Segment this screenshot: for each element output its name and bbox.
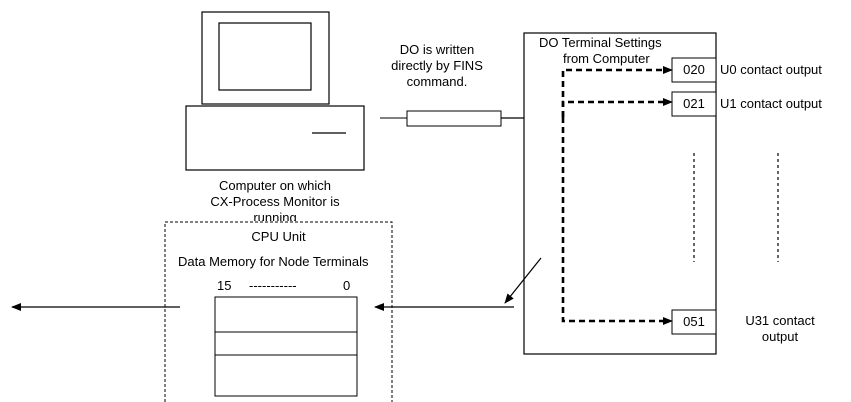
terminal-address-051: 051: [683, 314, 705, 329]
fins-note-line2: directly by FINS: [391, 58, 483, 73]
terminal-box-020: [671, 57, 717, 83]
do-panel-title: DO Terminal Settings: [539, 35, 662, 50]
computer-caption-line1: Computer on which: [219, 178, 331, 193]
fins-connector-box: [406, 110, 502, 127]
terminal-label-u1: U1 contact output: [720, 96, 822, 111]
dashed-arrowheads: [663, 66, 673, 325]
dashed-do-bus: [561, 68, 664, 323]
terminal-address-021: 021: [683, 96, 705, 111]
terminal-label-u31-line2: output: [761, 329, 799, 344]
do-panel-subtitle: from Computer: [563, 51, 650, 66]
terminal-box-051: [671, 309, 717, 335]
computer-icon: [185, 11, 365, 171]
bit-range-dashes: -----------: [249, 278, 297, 293]
computer-caption: Computer on which CX-Process Monitor is …: [190, 178, 360, 221]
fins-note-line3: command.: [406, 74, 468, 89]
terminal-address-020: 020: [683, 62, 705, 77]
terminal-box-021: [671, 91, 717, 117]
terminal-label-u31-line1: U31 contact: [745, 313, 815, 328]
data-memory-title: Data Memory for Node Terminals: [178, 254, 369, 269]
data-memory-table: [214, 296, 358, 397]
terminal-label-u0: U0 contact output: [720, 62, 822, 77]
diagonal-arrow: [504, 257, 542, 304]
cpu-unit-title: CPU Unit: [251, 229, 306, 244]
bit-15-label: 15: [217, 278, 232, 293]
computer-caption-line2: CX-Process Monitor is: [210, 194, 340, 209]
computer-caption-line3: running: [253, 210, 297, 221]
do-terminal-panel: [523, 32, 717, 355]
terminal-label-u31: U31 contact output: [730, 313, 830, 345]
bit-0-label: 0: [343, 278, 351, 293]
fins-note: DO is written directly by FINS command.: [372, 42, 502, 90]
cpu-unit-boundary: [164, 221, 393, 402]
fins-note-line1: DO is written: [399, 42, 475, 57]
